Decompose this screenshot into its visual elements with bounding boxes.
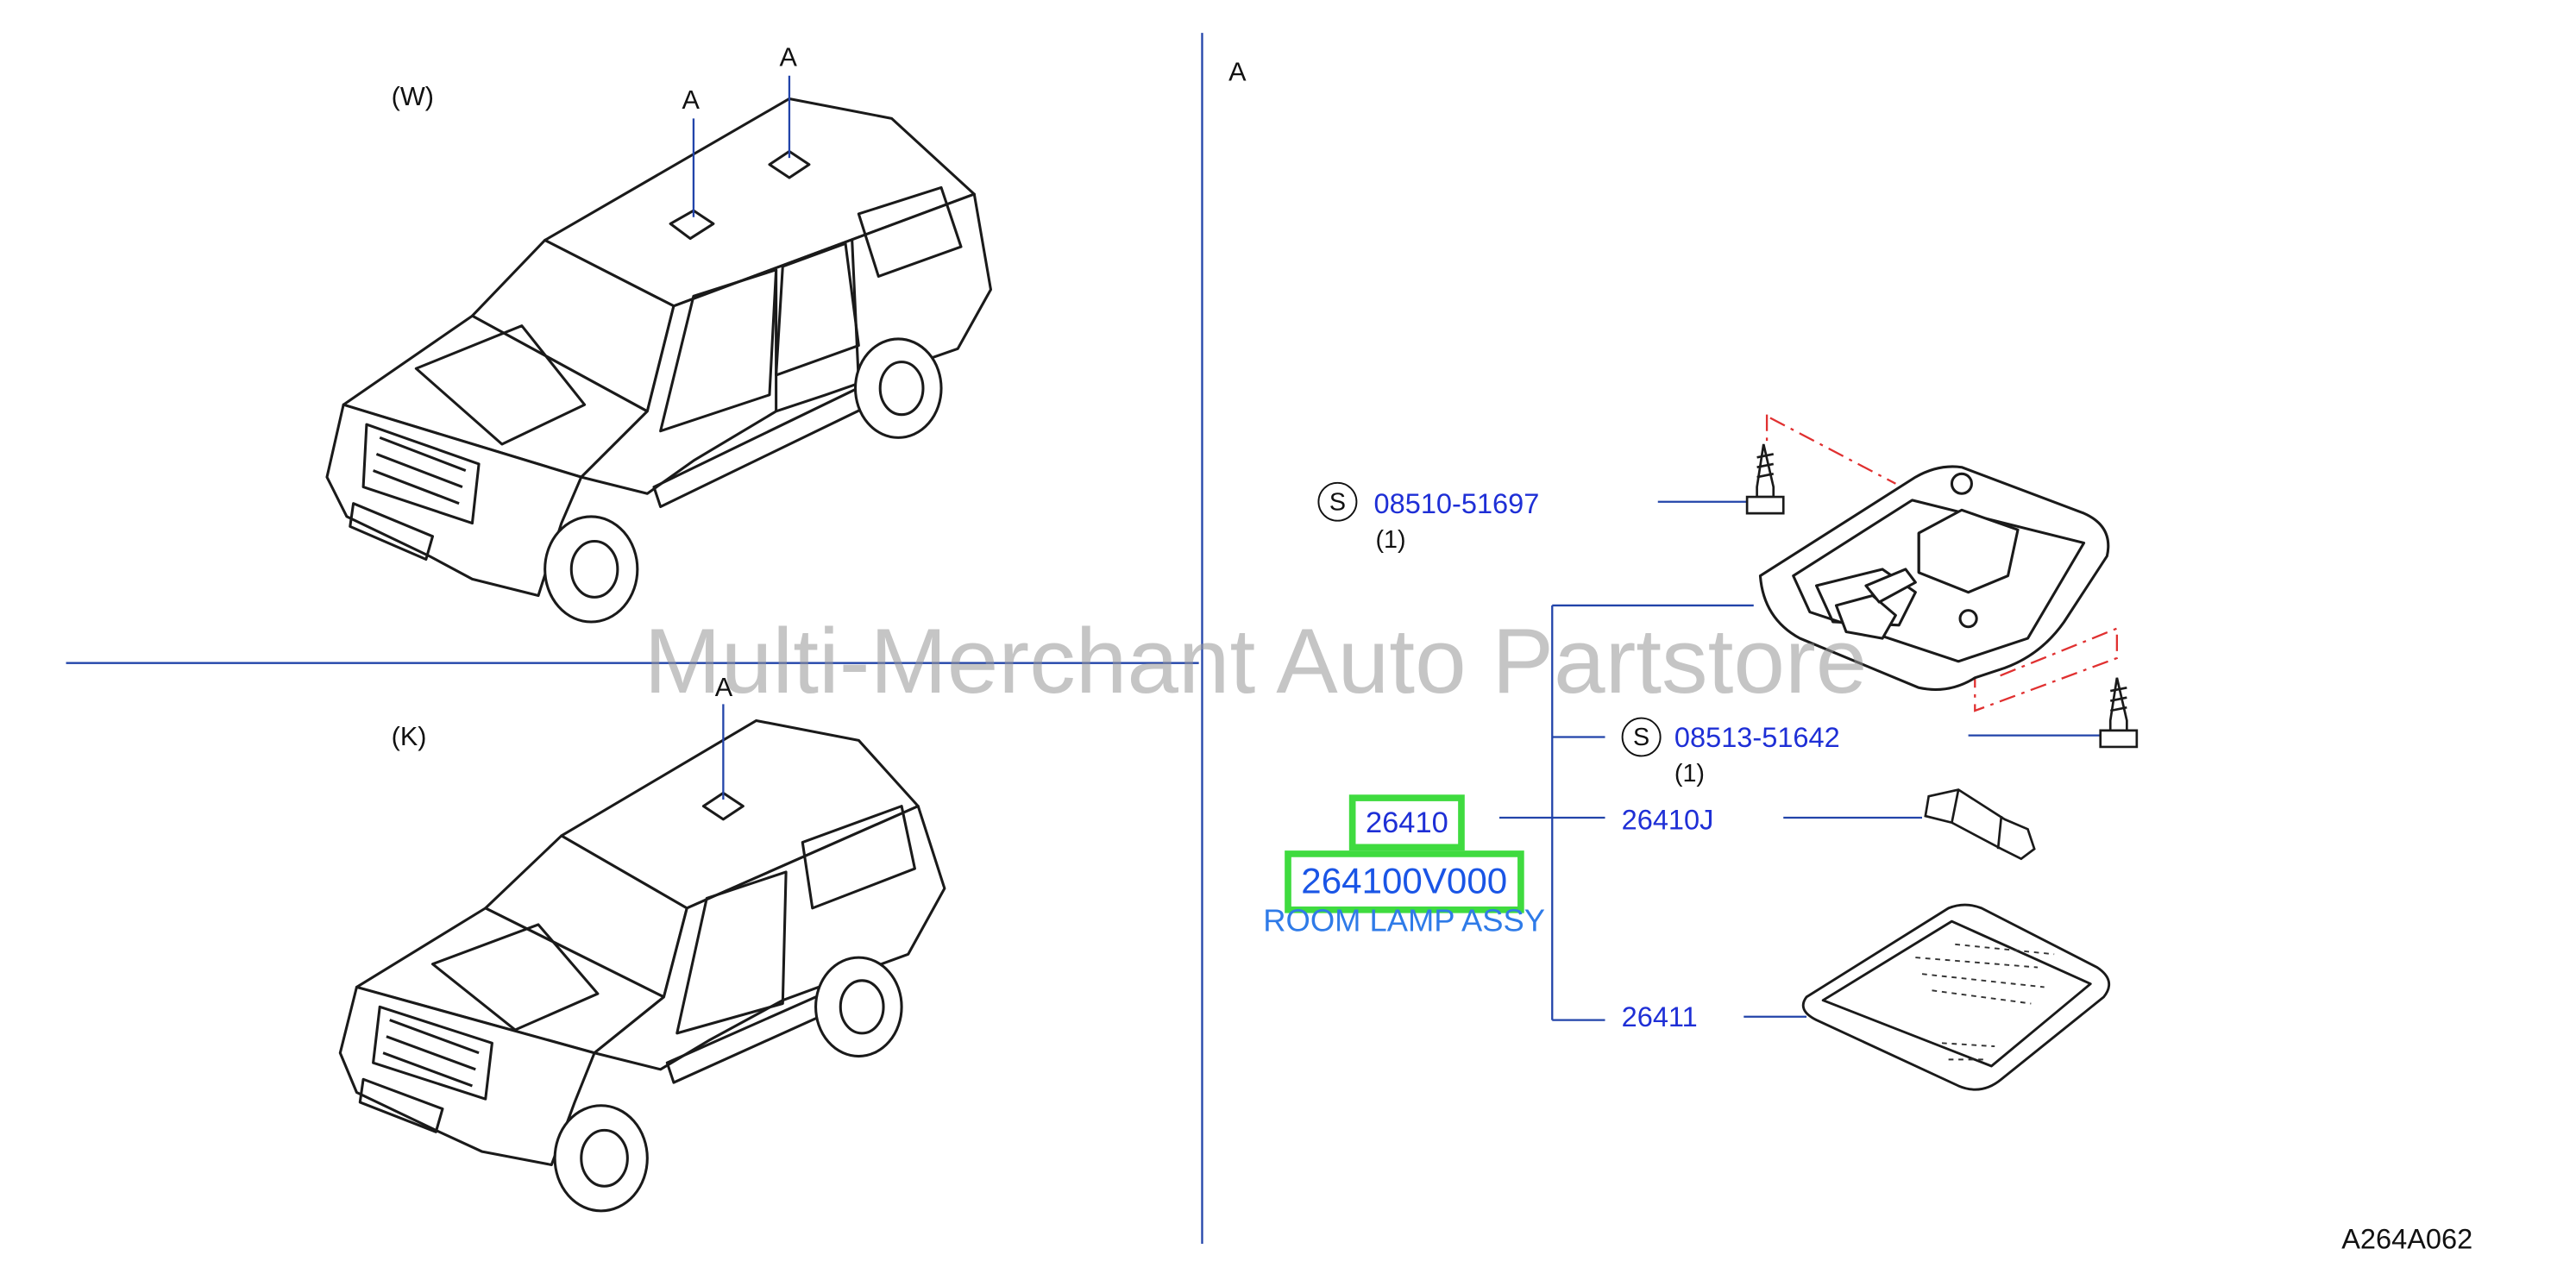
red-leaders <box>1765 414 2119 712</box>
screw-1-qty: (1) <box>1375 526 1406 555</box>
screw-1-symbol: S <box>1317 481 1358 522</box>
bulb-part-number[interactable]: 26410J <box>1621 804 1714 836</box>
leader-lines <box>1499 500 2111 1021</box>
lens-illustration <box>1801 903 2111 1091</box>
lens-part-number[interactable]: 26411 <box>1621 1001 1698 1033</box>
screw-2-qty: (1) <box>1674 760 1706 788</box>
vehicle-k-illustration <box>338 718 946 1213</box>
watermark: Multi-Merchant Auto Partstore <box>644 608 1868 712</box>
view-label-k: (K) <box>391 724 427 752</box>
room-lamp-housing <box>1758 465 2110 691</box>
screw-1-part-number[interactable]: 08510-51697 <box>1373 488 1540 520</box>
marker-a: A <box>682 87 700 116</box>
view-label-w: (W) <box>391 84 434 112</box>
diagram-reference: A264A062 <box>2341 1224 2473 1256</box>
screw-2-part-number[interactable]: 08513-51642 <box>1674 722 1840 754</box>
bulb-illustration <box>1924 788 2036 861</box>
detail-label-a: A <box>1228 59 1247 88</box>
screw-2-symbol: S <box>1621 717 1662 757</box>
screw-illustration <box>1745 443 2139 749</box>
part-26410-highlight[interactable]: 26410 <box>1348 794 1465 851</box>
marker-a: A <box>714 675 733 703</box>
marker-a: A <box>779 44 797 72</box>
vehicle-w-illustration <box>325 97 992 624</box>
assy-part-number-highlight[interactable]: 264100V000 <box>1285 850 1524 913</box>
assy-description: ROOM LAMP ASSY <box>1263 905 1546 940</box>
